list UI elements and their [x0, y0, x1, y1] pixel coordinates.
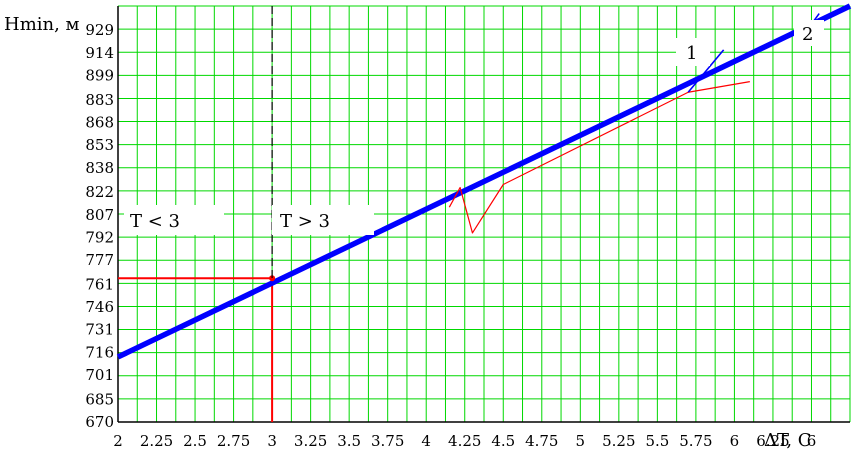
- y-axis-label: Hmin, м: [4, 14, 80, 35]
- reference-point: [269, 275, 276, 282]
- curve-1-label-bg: [676, 38, 710, 66]
- y-tick-label: 822: [85, 183, 114, 201]
- y-tick-label: 731: [85, 321, 114, 339]
- x-tick-label: 2.5: [183, 432, 207, 450]
- x-tick-label: 3.75: [371, 432, 404, 450]
- x-tick-label: 4.25: [448, 432, 481, 450]
- y-tick-label: 761: [85, 275, 114, 293]
- x-tick-label: 4: [421, 432, 431, 450]
- y-tick-label: 929: [85, 21, 114, 39]
- x-tick-label: 2: [113, 432, 123, 450]
- x-tick-label: 6: [730, 432, 740, 450]
- x-tick-label: 6: [807, 432, 817, 450]
- y-tick-label: 777: [85, 251, 114, 269]
- x-tick-label: 3.5: [337, 432, 361, 450]
- right-region-label: T > 3: [280, 211, 330, 232]
- y-tick-label: 685: [85, 390, 114, 408]
- y-tick-label: 883: [85, 91, 114, 109]
- y-tick-label: 716: [85, 343, 114, 361]
- x-tick-label: 5: [576, 432, 586, 450]
- y-tick-label: 701: [85, 366, 114, 384]
- x-tick-label: 4.5: [491, 432, 515, 450]
- right-region-label-bg: [272, 205, 374, 235]
- curve-1-label: 1: [686, 43, 697, 64]
- curve-2-label-bg: [794, 20, 824, 46]
- y-tick-label: 746: [85, 298, 114, 316]
- x-tick-label: 2.25: [140, 432, 173, 450]
- reference-lines: [118, 277, 274, 422]
- x-tick-label: 2.75: [217, 432, 250, 450]
- tick-labels: 670 685 701 716 731 746 761 777 792 807 822 838 853 8…: [85, 21, 816, 450]
- axes: [117, 6, 850, 423]
- x-tick-label: 3.25: [294, 432, 327, 450]
- x-tick-label: 4.75: [525, 432, 558, 450]
- y-tick-label: 838: [85, 159, 114, 177]
- x-axis-label: ΔT, C: [764, 430, 812, 451]
- left-region-label: T < 3: [130, 211, 180, 232]
- y-tick-label: 899: [85, 67, 114, 85]
- curve-2-label: 2: [802, 24, 813, 45]
- series-line-fit: [116, 3, 852, 360]
- x-tick-label: 5.5: [645, 432, 669, 450]
- y-tick-label: 868: [85, 113, 114, 131]
- y-tick-label: 807: [85, 206, 114, 224]
- x-tick-label: 3: [267, 432, 277, 450]
- left-region-label-bg: [124, 205, 224, 235]
- series-line-curve1: [687, 49, 725, 93]
- y-tick-label: 670: [85, 413, 114, 431]
- x-tick-label: 6.25: [756, 432, 789, 450]
- y-tick-label: 792: [85, 228, 114, 246]
- series-line-measured: [448, 81, 750, 234]
- x-tick-label: 5.75: [679, 432, 712, 450]
- y-tick-label: 914: [85, 44, 114, 62]
- x-tick-label: 5.25: [602, 432, 635, 450]
- y-tick-label: 853: [85, 136, 114, 154]
